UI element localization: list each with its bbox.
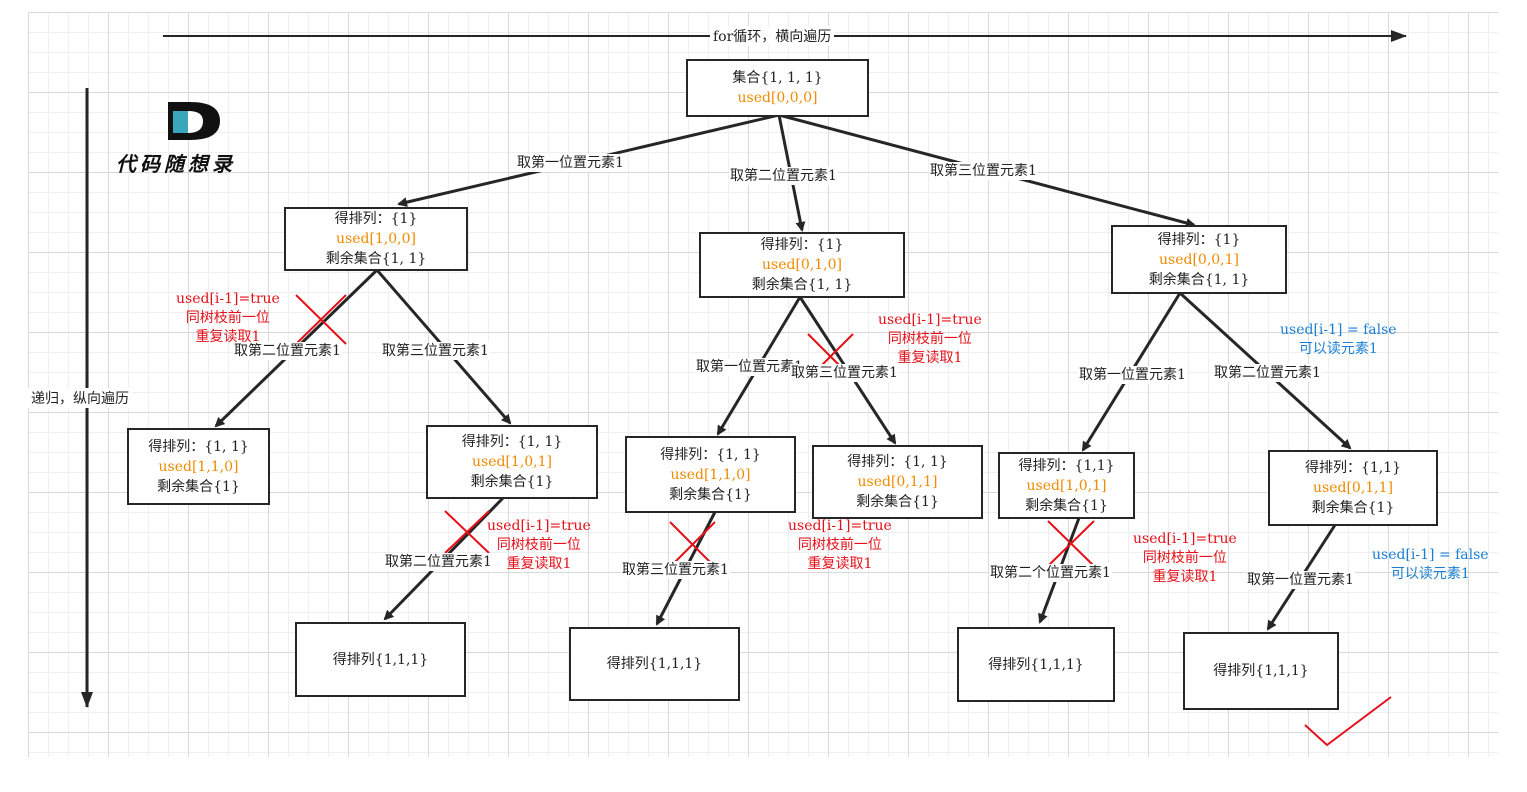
node-text: 得排列：{1, 1}: [461, 434, 563, 450]
ok-note-line: used[i-1] = false: [1280, 322, 1397, 338]
prune-note-4: used[i-1]=true 同树枝前一位 重复读取1: [788, 517, 892, 574]
tree-node-c2: 得排列：{1,1} used[0,1,1] 剩余集合{1}: [1268, 450, 1438, 526]
prune-cross-5: [1047, 520, 1095, 567]
node-text: 得排列{1,1,1}: [988, 656, 1084, 673]
edge-label-c2-x: 取第一位置元素1: [1246, 571, 1355, 589]
node-remaining-set: 剩余集合{1}: [470, 474, 554, 490]
edge-label-c1-x: 取第二个位置元素1: [989, 564, 1112, 582]
node-text: 得排列：{1, 1}: [847, 454, 948, 470]
tree-leaf-a2: 得排列{1,1,1}: [295, 622, 466, 697]
prune-note-line: 重复读取1: [195, 329, 261, 345]
tree-node-level1-first: 得排列：{1} used[1,0,0] 剩余集合{1, 1}: [284, 207, 468, 271]
prune-note-3: used[i-1]=true 同树枝前一位 重复读取1: [487, 517, 591, 574]
node-used-array: used[1,0,1]: [1026, 477, 1107, 494]
edge-label-b-b1: 取第一位置元素1: [695, 358, 804, 376]
tree-node-level1-third: 得排列：{1} used[0,0,1] 剩余集合{1, 1}: [1111, 225, 1287, 294]
prune-note-line: 同树枝前一位: [496, 537, 581, 553]
prune-note-5: used[i-1]=true 同树枝前一位 重复读取1: [1133, 530, 1237, 587]
node-used-array: used[1,1,0]: [158, 458, 239, 475]
node-used-array: used[1,1,0]: [670, 466, 751, 483]
node-remaining-set: 剩余集合{1, 1}: [325, 251, 427, 267]
node-remaining-set: 剩余集合{1}: [669, 486, 752, 503]
tree-leaf-c1: 得排列{1,1,1}: [957, 627, 1115, 702]
edge-label-b-b2: 取第三位置元素1: [790, 364, 899, 382]
node-used-array: used[0,0,0]: [737, 90, 818, 106]
node-text: 得排列{1,1,1}: [332, 651, 429, 668]
prune-cross-4: [669, 521, 716, 568]
prune-note-line: used[i-1]=true: [878, 312, 982, 328]
logo-text: 代码随想录: [116, 152, 236, 176]
edge-label-b1-x: 取第三位置元素1: [621, 561, 730, 579]
node-text: 得排列{1,1,1}: [1213, 663, 1309, 679]
edge-label-c-c1: 取第一位置元素1: [1078, 366, 1187, 384]
logo-icon: [168, 102, 220, 140]
edge-label-root-b: 取第二位置元素1: [729, 167, 838, 185]
edge-label-root-c: 取第三位置元素1: [929, 162, 1038, 180]
tree-leaf-b1: 得排列{1,1,1}: [569, 627, 740, 701]
tree-node-b1: 得排列：{1, 1} used[1,1,0] 剩余集合{1}: [625, 436, 796, 513]
ok-note-2: used[i-1] = false 可以读元素1: [1372, 546, 1489, 584]
tree-node-a1: 得排列：{1, 1} used[1,1,0] 剩余集合{1}: [127, 428, 270, 505]
prune-cross-1: [295, 294, 347, 345]
node-text: 得排列：{1}: [334, 211, 418, 227]
node-remaining-set: 剩余集合{1}: [856, 494, 939, 510]
prune-note-line: 重复读取1: [807, 556, 873, 572]
prune-note-line: used[i-1]=true: [176, 291, 280, 307]
ok-note-line: used[i-1] = false: [1372, 547, 1489, 563]
node-used-array: used[1,0,0]: [336, 231, 416, 247]
node-text: 得排列：{1, 1}: [148, 438, 249, 455]
grid-canvas: [28, 12, 1498, 757]
edge-label-c-c2: 取第二位置元素1: [1213, 364, 1322, 382]
node-text: 得排列：{1}: [1157, 231, 1241, 248]
ok-note-line: 可以读元素1: [1298, 341, 1378, 357]
prune-note-line: 重复读取1: [897, 350, 963, 366]
tree-node-a2: 得排列：{1, 1} used[1,0,1] 剩余集合{1}: [426, 425, 598, 499]
tree-node-root: 集合{1, 1, 1} used[0,0,0]: [686, 59, 869, 117]
node-text: 得排列：{1}: [760, 237, 844, 253]
node-used-array: used[0,1,1]: [1313, 480, 1393, 496]
tree-node-c1: 得排列：{1,1} used[1,0,1] 剩余集合{1}: [998, 452, 1135, 519]
horizontal-axis-label: for循环，横向遍历: [710, 26, 835, 46]
edge-label-a-a2: 取第三位置元素1: [381, 342, 490, 360]
node-text: 得排列{1,1,1}: [606, 656, 703, 672]
prune-note-line: 同树枝前一位: [185, 310, 270, 326]
node-used-array: used[0,0,1]: [1159, 251, 1239, 268]
edge-label-a-a1: 取第二位置元素1: [233, 342, 342, 360]
ok-note-1: used[i-1] = false 可以读元素1: [1280, 321, 1397, 359]
prune-cross-3: [444, 510, 490, 554]
checkmark-icon: [1304, 696, 1392, 747]
ok-note-line: 可以读元素1: [1390, 566, 1470, 582]
node-used-array: used[1,0,1]: [472, 454, 552, 470]
node-text: 集合{1, 1, 1}: [732, 70, 823, 86]
node-text: 得排列：{1, 1}: [660, 446, 761, 463]
prune-note-line: 重复读取1: [506, 556, 572, 572]
vertical-axis-label: 递归，纵向遍历: [28, 388, 132, 408]
node-remaining-set: 剩余集合{1}: [157, 478, 240, 495]
prune-note-line: 同树枝前一位: [1142, 550, 1227, 566]
prune-note-line: used[i-1]=true: [487, 518, 591, 534]
node-used-array: used[0,1,1]: [857, 474, 938, 490]
prune-note-line: 同树枝前一位: [887, 331, 972, 347]
node-text: 得排列：{1,1}: [1018, 457, 1115, 474]
tree-leaf-c2: 得排列{1,1,1}: [1183, 632, 1339, 710]
prune-note-line: used[i-1]=true: [1133, 531, 1237, 547]
node-text: 得排列：{1,1}: [1304, 460, 1402, 476]
prune-note-line: 同树枝前一位: [797, 537, 882, 553]
tree-node-b2: 得排列：{1, 1} used[0,1,1] 剩余集合{1}: [812, 445, 983, 519]
node-remaining-set: 剩余集合{1, 1}: [751, 277, 853, 293]
prune-note-line: 重复读取1: [1152, 569, 1218, 585]
node-used-array: used[0,1,0]: [762, 257, 842, 273]
node-remaining-set: 剩余集合{1}: [1025, 497, 1108, 514]
prune-note-2: used[i-1]=true 同树枝前一位 重复读取1: [878, 311, 982, 368]
edge-label-root-a: 取第一位置元素1: [516, 154, 625, 172]
tree-node-level1-second: 得排列：{1} used[0,1,0] 剩余集合{1, 1}: [699, 232, 905, 298]
prune-note-1: used[i-1]=true 同树枝前一位 重复读取1: [176, 290, 280, 347]
node-remaining-set: 剩余集合{1, 1}: [1148, 271, 1250, 288]
prune-note-line: used[i-1]=true: [788, 518, 892, 534]
edge-label-a2-x: 取第二位置元素1: [384, 553, 493, 571]
node-remaining-set: 剩余集合{1}: [1311, 500, 1395, 516]
